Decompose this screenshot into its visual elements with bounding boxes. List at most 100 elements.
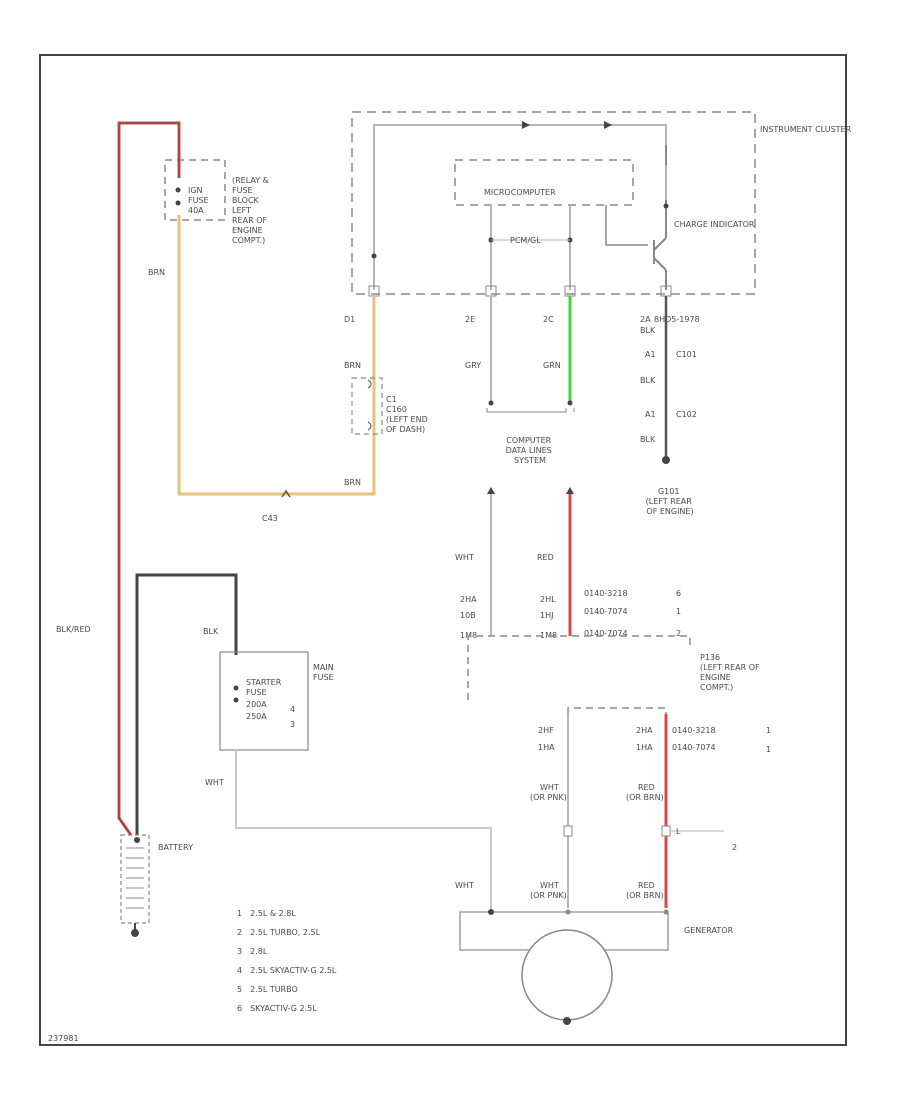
gen-connector-outline	[567, 707, 667, 714]
ign-fuse-pin-top	[175, 187, 181, 193]
blk-red-wire-core	[118, 122, 180, 839]
ref-r1: 6	[676, 589, 681, 598]
relay-fuse-block-label: (RELAY & FUSE BLOCK LEFT REAR OF ENGINE …	[232, 176, 271, 245]
blk-red-wire	[117, 121, 181, 839]
instrument-cluster-label: INSTRUMENT CLUSTER	[760, 125, 852, 134]
dash-connector-label: C1 C160 (LEFT END OF DASH)	[386, 395, 430, 434]
blk-label-2: BLK	[640, 376, 656, 385]
pin-2c: 2C	[543, 315, 554, 324]
wht-label-3: WHT	[455, 881, 474, 890]
pin-2hf: 2HF	[538, 726, 554, 735]
ref-r4: 1	[766, 726, 771, 735]
micro-to-transistor	[605, 205, 648, 246]
blk-main-label: BLK	[203, 627, 219, 636]
starter-fuse-label: STARTER FUSE 200A 250A	[246, 678, 284, 721]
brn-label-2: BRN	[344, 361, 361, 370]
ref-r8: 3	[290, 720, 295, 729]
pin-2hl: 2HL	[540, 595, 556, 604]
pin-1ha-b: 1HA	[636, 743, 653, 752]
blk-red-label: BLK/RED	[56, 625, 91, 634]
wht-inline-pin	[563, 825, 573, 837]
splice-dot	[371, 253, 377, 259]
microcomputer-box	[454, 159, 634, 206]
wht-label-1: WHT	[455, 553, 474, 562]
wht-label-2: WHT	[205, 778, 224, 787]
p136-label: P136 (LEFT REAR OF ENGINE COMPT.)	[700, 653, 762, 692]
code-n3: 0140-7074	[584, 607, 628, 616]
battery-positive-terminal	[134, 837, 140, 843]
generator-ground	[563, 1017, 571, 1025]
code-n5: 0140-3218	[672, 726, 716, 735]
code-n6: 0140-7074	[672, 743, 716, 752]
code-n2: 0140-3218	[584, 589, 628, 598]
figure-id: 237981	[48, 1034, 79, 1043]
grn-end-dot	[567, 400, 573, 406]
dash-connector-box	[351, 377, 383, 435]
pin-10b: 10B	[460, 611, 476, 620]
red-inline-pin	[661, 825, 671, 837]
red-arrow-top	[566, 487, 574, 494]
relay-fuse-block-box	[164, 159, 226, 221]
generator-label: GENERATOR	[684, 926, 734, 935]
red-or-brn-label-2: RED (OR BRN)	[626, 881, 664, 900]
dash-connector-pin-1	[367, 379, 372, 389]
pin-2ha-b: 2HA	[636, 726, 653, 735]
pin-a1-mid: A1	[645, 410, 656, 419]
gry-wire-label: GRY	[465, 361, 481, 370]
main-fuse-label: MAIN FUSE	[313, 663, 336, 682]
cluster-bus-wire	[373, 124, 667, 290]
gen-l-label: L	[676, 827, 681, 836]
battery-positive-cable	[135, 573, 238, 838]
c43-label: C43	[262, 514, 278, 523]
pin-d1: D1	[344, 315, 355, 324]
generator-rotor	[521, 929, 613, 1021]
battery-label: BATTERY	[158, 843, 193, 852]
brn-label-3: BRN	[344, 478, 361, 487]
red-or-brn-label-1: RED (OR BRN)	[626, 783, 664, 802]
data-lines-bracket	[486, 408, 567, 413]
brn-wire	[177, 215, 376, 496]
pcm-gl-label: PCM/GL	[510, 236, 541, 245]
charge-indicator-transistor	[653, 200, 669, 290]
generator-wht-pin	[488, 909, 494, 915]
charge-indicator-label: CHARGE INDICATOR	[674, 220, 755, 229]
p136-connector-outline	[467, 635, 691, 700]
blk-label-1: BLK	[640, 326, 656, 335]
code-n4: 0140-7074	[584, 629, 628, 638]
g101-label: G101 (LEFT REAR OF ENGINE)	[646, 487, 695, 516]
ign-fuse-pin-bottom	[175, 200, 181, 206]
wht-arrow-top	[487, 487, 495, 494]
generator-l-pin	[663, 909, 669, 915]
main-fuse-box	[219, 651, 309, 751]
pin-2e: 2E	[465, 315, 475, 324]
red-label-1: RED	[537, 553, 554, 562]
wht-or-pnk-label-2: WHT (OR PNK)	[530, 881, 567, 900]
instrument-cluster-box	[351, 111, 756, 295]
green-wire-label: GRN	[543, 361, 561, 370]
starter-fuse-pin-bottom	[233, 697, 239, 703]
diagram-frame	[39, 54, 847, 1046]
ground-dot	[662, 456, 670, 464]
generator-s-pin	[565, 909, 571, 915]
c43-mark	[281, 489, 291, 498]
starter-fuse-pin-top	[233, 685, 239, 691]
ref-r7: 2	[732, 843, 737, 852]
ref-r5: 1	[766, 745, 771, 754]
dash-connector-pin-2	[367, 421, 372, 431]
wht-or-pnk-label-1: WHT (OR PNK)	[530, 783, 567, 802]
gry-end-dot	[488, 400, 494, 406]
wht-starter-wire	[235, 750, 492, 912]
brn-label-1: BRN	[148, 268, 165, 277]
pin-1ha-a: 1HA	[538, 743, 555, 752]
pin-2a: 2A	[640, 315, 651, 324]
computer-data-lines-label: COMPUTER DATA LINES SYSTEM	[506, 436, 555, 465]
ign-fuse-label: IGN FUSE 40A	[188, 186, 211, 215]
